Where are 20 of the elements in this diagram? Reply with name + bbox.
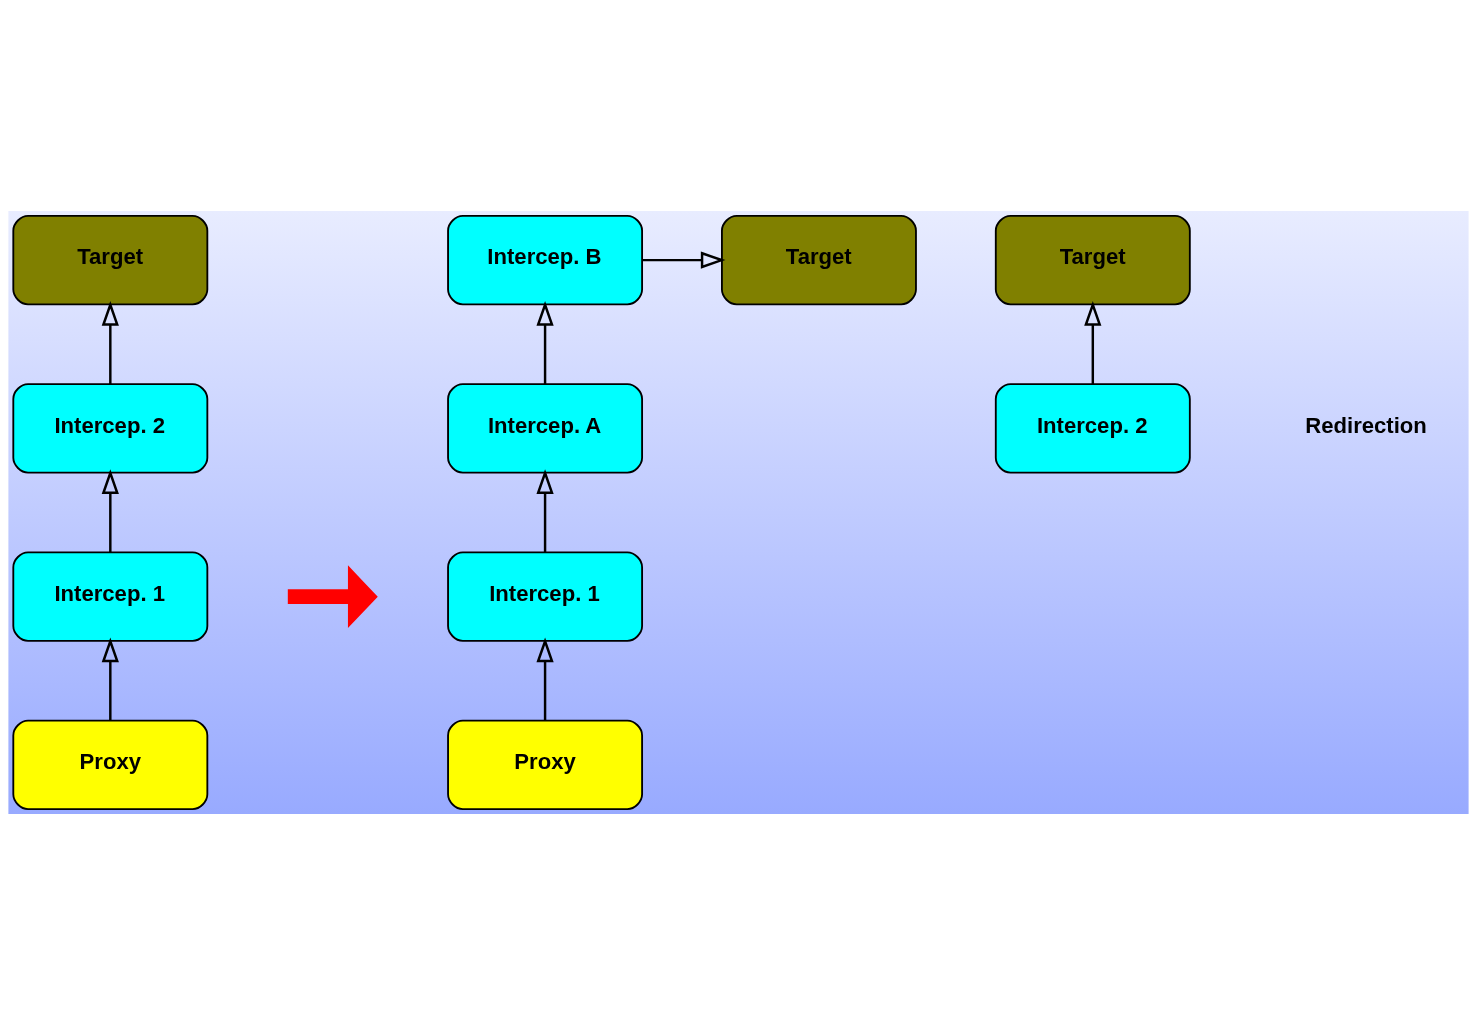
- node-box: Intercep. 2: [12, 383, 209, 474]
- node-box: Intercep. 2: [994, 383, 1191, 474]
- arrow: [101, 637, 119, 721]
- node-box: Proxy: [447, 719, 643, 810]
- arrow: [1084, 301, 1102, 384]
- node-box: Proxy: [12, 719, 209, 810]
- arrow: [536, 637, 554, 721]
- arrow: [101, 301, 119, 384]
- node-box: Intercep. B: [447, 215, 643, 306]
- node-box: Target: [721, 215, 917, 306]
- node-box: Target: [12, 215, 209, 306]
- node-box: Target: [994, 215, 1191, 306]
- arrow: [101, 469, 119, 553]
- node-box: Intercep. 1: [12, 551, 209, 642]
- node-box: Intercep. 1: [447, 551, 643, 642]
- label: Redirection: [1305, 412, 1427, 438]
- arrow: [536, 301, 554, 384]
- arrow: [536, 469, 554, 553]
- arrow: [642, 251, 726, 269]
- node-box: Intercep. A: [447, 383, 643, 474]
